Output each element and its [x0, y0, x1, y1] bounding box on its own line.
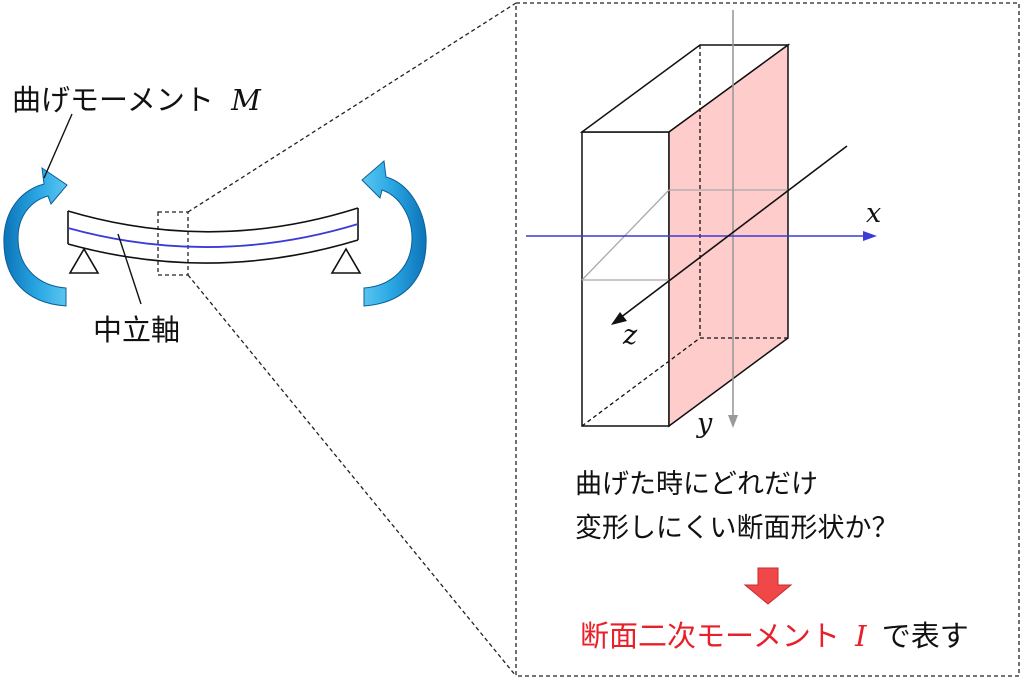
neutral-axis-label: 中立軸: [93, 313, 180, 347]
moment-symbol: M: [230, 83, 262, 117]
inner-line-diagonal: [581, 189, 670, 281]
question-line-1: 曲げた時にどれだけ: [575, 469, 818, 500]
hidden-edge-diagonal: [581, 337, 701, 427]
x-axis-label: x: [866, 198, 881, 229]
answer-main: 断面二次モーメント: [580, 619, 840, 653]
zoom-line-top: [187, 2, 517, 213]
answer-text: 断面二次モーメント I で表す: [580, 619, 969, 653]
moment-label: 曲げモーメント M: [12, 83, 262, 117]
moment-label-text: 曲げモーメント: [12, 83, 214, 117]
left-support-icon: [68, 247, 100, 274]
x-axis-arrowhead-icon: [863, 231, 877, 241]
right-moment-arrow-icon: [361, 160, 427, 307]
neutral-axis-line: [67, 223, 359, 248]
down-arrow-icon: [743, 567, 793, 605]
beam-bottom-edge: [67, 239, 359, 264]
y-axis-label: y: [696, 408, 713, 439]
z-axis-line: [619, 145, 848, 319]
left-moment-arrow-icon: [3, 166, 68, 307]
zoom-line-bottom: [187, 274, 517, 677]
beam-top-edge: [67, 207, 359, 233]
right-support-icon: [330, 247, 362, 274]
answer-symbol: I: [854, 619, 867, 653]
y-axis-arrowhead-icon: [728, 415, 738, 428]
answer-tail: で表す: [882, 619, 969, 653]
z-axis-label: z: [622, 320, 638, 351]
neutral-axis-leader-line: [117, 233, 142, 305]
block-front-face: [581, 131, 670, 427]
question-line-2: 変形しにくい断面形状か？: [575, 513, 898, 544]
zoom-source-box: [157, 211, 189, 276]
z-axis-arrowhead-icon: [611, 312, 627, 325]
moment-leader-line: [43, 113, 73, 179]
